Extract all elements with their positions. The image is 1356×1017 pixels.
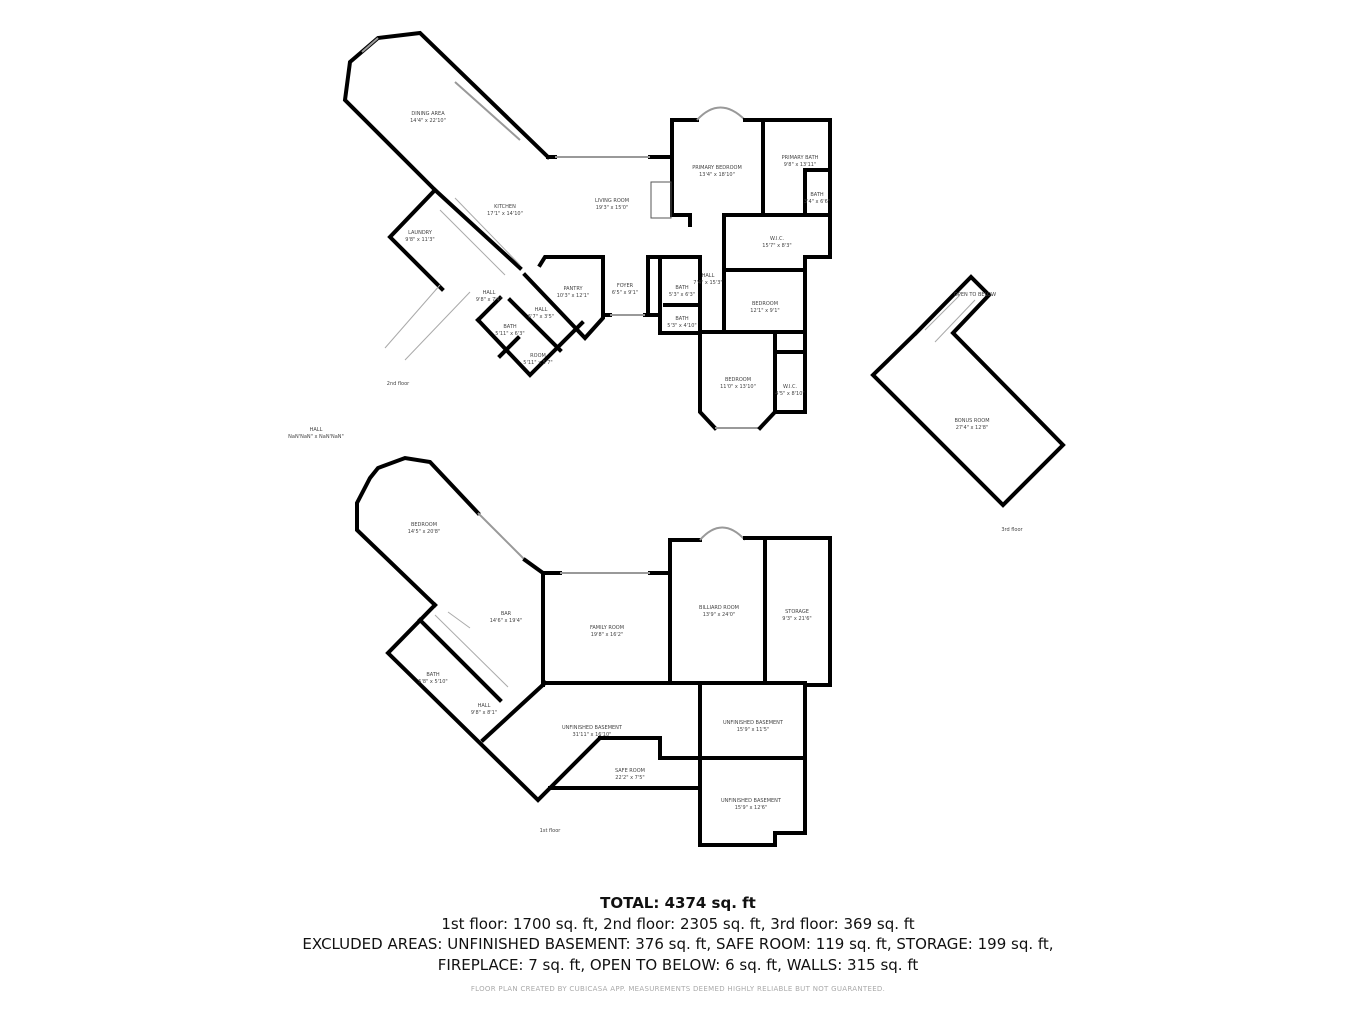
room-dimensions: 3'4" x 6'6" bbox=[804, 199, 830, 205]
second-floor-label: 2nd floor bbox=[387, 381, 410, 387]
stray-hall-dims: NaN'NaN" x NaN'NaN" bbox=[288, 434, 344, 440]
room-name: ROOM bbox=[530, 353, 546, 359]
room-name: HALL bbox=[483, 290, 496, 296]
room-name: KITCHEN bbox=[494, 204, 516, 210]
room-name: PRIMARY BATH bbox=[782, 155, 819, 161]
room-dimensions: 4'5" x 8'10" bbox=[775, 391, 804, 397]
room-dimensions: 14'6" x 19'4" bbox=[490, 618, 523, 624]
room-name: BONUS ROOM bbox=[954, 418, 989, 424]
room-dimensions: 5'3" x 4'10" bbox=[667, 323, 696, 329]
room-name: UNFINISHED BASEMENT bbox=[721, 798, 782, 804]
area-summary: TOTAL: 4374 sq. ft 1st floor: 1700 sq. f… bbox=[0, 893, 1356, 975]
stray-hall-name: HALL bbox=[310, 427, 323, 433]
room-name: BAR bbox=[501, 611, 512, 617]
first-floor-walls bbox=[355, 455, 832, 847]
room-dimensions: 5'11" x 6'3" bbox=[495, 331, 524, 337]
room-dimensions: 12'1" x 9'1" bbox=[750, 308, 779, 314]
room-dimensions: 17'1" x 14'10" bbox=[487, 211, 523, 217]
third-floor-label: 3rd floor bbox=[1001, 527, 1023, 533]
room-name: PRIMARY BEDROOM bbox=[692, 165, 742, 171]
room-name: SAFE ROOM bbox=[615, 768, 645, 774]
room-dimensions: 5'3" x 6'3" bbox=[669, 292, 695, 298]
room-dimensions: 5'8" x 5'10" bbox=[418, 679, 447, 685]
room-name: HALL bbox=[702, 273, 715, 279]
room-name: PANTRY bbox=[563, 286, 583, 292]
room-name: LIVING ROOM bbox=[595, 198, 629, 204]
room-dimensions: 11'0" x 13'10" bbox=[720, 384, 756, 390]
room-name: FOYER bbox=[617, 283, 634, 289]
room-name: UNFINISHED BASEMENT bbox=[562, 725, 623, 731]
room-name: BATH bbox=[503, 324, 517, 330]
room-dimensions: 31'11" x 16'10" bbox=[573, 732, 612, 738]
room-dimensions: 14'5" x 20'8" bbox=[408, 529, 441, 535]
room-name: BATH bbox=[675, 316, 689, 322]
room-name: UNFINISHED BASEMENT bbox=[723, 720, 784, 726]
room-name: W.I.C. bbox=[770, 236, 785, 242]
room-dimensions: 14'4" x 22'10" bbox=[410, 118, 446, 124]
room-dimensions: 6'5" x 9'1" bbox=[612, 290, 638, 296]
excluded-areas-2: FIREPLACE: 7 sq. ft, OPEN TO BELOW: 6 sq… bbox=[437, 955, 919, 974]
room-dimensions: 7'4" x 15'3" bbox=[693, 280, 722, 286]
room-name: W.I.C. bbox=[783, 384, 798, 390]
room-dimensions: 9'3" x 21'6" bbox=[782, 616, 811, 622]
room-dimensions: 10'3" x 12'1" bbox=[557, 293, 590, 299]
second-floor-walls bbox=[342, 30, 832, 431]
disclaimer: FLOOR PLAN CREATED BY CUBICASA APP. MEAS… bbox=[470, 985, 886, 993]
floor-areas: 1st floor: 1700 sq. ft, 2nd floor: 2305 … bbox=[441, 914, 915, 933]
total-area: TOTAL: 4374 sq. ft bbox=[600, 894, 756, 912]
room-dimensions: 5'11" x 5'7" bbox=[523, 360, 552, 366]
room-dimensions: 19'8" x 16'2" bbox=[591, 632, 624, 638]
room-dimensions: 9'8" x 7'4" bbox=[476, 297, 502, 303]
room-name: STORAGE bbox=[785, 609, 809, 615]
room-dimensions: 13'9" x 24'0" bbox=[703, 612, 736, 618]
room-dimensions: 9'8" x 8'1" bbox=[471, 710, 497, 716]
room-name: BEDROOM bbox=[752, 301, 778, 307]
room-name: HALL bbox=[535, 307, 548, 313]
room-dimensions: 9'8" x 11'3" bbox=[405, 237, 434, 243]
room-dimensions: 27'4" x 12'8" bbox=[956, 425, 989, 431]
first-floor-label: 1st floor bbox=[540, 828, 562, 834]
room-name: BEDROOM bbox=[411, 522, 437, 528]
room-dimensions: 15'7" x 8'3" bbox=[762, 243, 791, 249]
room-name: BEDROOM bbox=[725, 377, 751, 383]
room-dimensions: 19'3" x 15'0" bbox=[596, 205, 629, 211]
room-dimensions: 13'4" x 18'10" bbox=[699, 172, 735, 178]
room-name: BATH bbox=[426, 672, 440, 678]
room-dimensions: 6'7" x 3'5" bbox=[528, 314, 554, 320]
room-name: OPEN TO BELOW bbox=[954, 292, 996, 298]
room-name: FAMILY ROOM bbox=[590, 625, 624, 631]
room-name: DINING AREA bbox=[411, 111, 445, 117]
room-name: BATH bbox=[810, 192, 824, 198]
room-dimensions: 9'8" x 13'11" bbox=[784, 162, 817, 168]
room-name: LAUNDRY bbox=[408, 230, 433, 236]
room-name: HALL bbox=[478, 703, 491, 709]
third-floor-walls bbox=[870, 274, 1066, 508]
room-dimensions: 15'9" x 11'5" bbox=[737, 727, 770, 733]
room-name: BILLIARD ROOM bbox=[699, 605, 739, 611]
room-dimensions: 15'9" x 12'6" bbox=[735, 805, 768, 811]
room-name: BATH bbox=[675, 285, 689, 291]
excluded-areas-1: EXCLUDED AREAS: UNFINISHED BASEMENT: 376… bbox=[302, 935, 1054, 953]
room-dimensions: 22'2" x 7'5" bbox=[615, 775, 644, 781]
